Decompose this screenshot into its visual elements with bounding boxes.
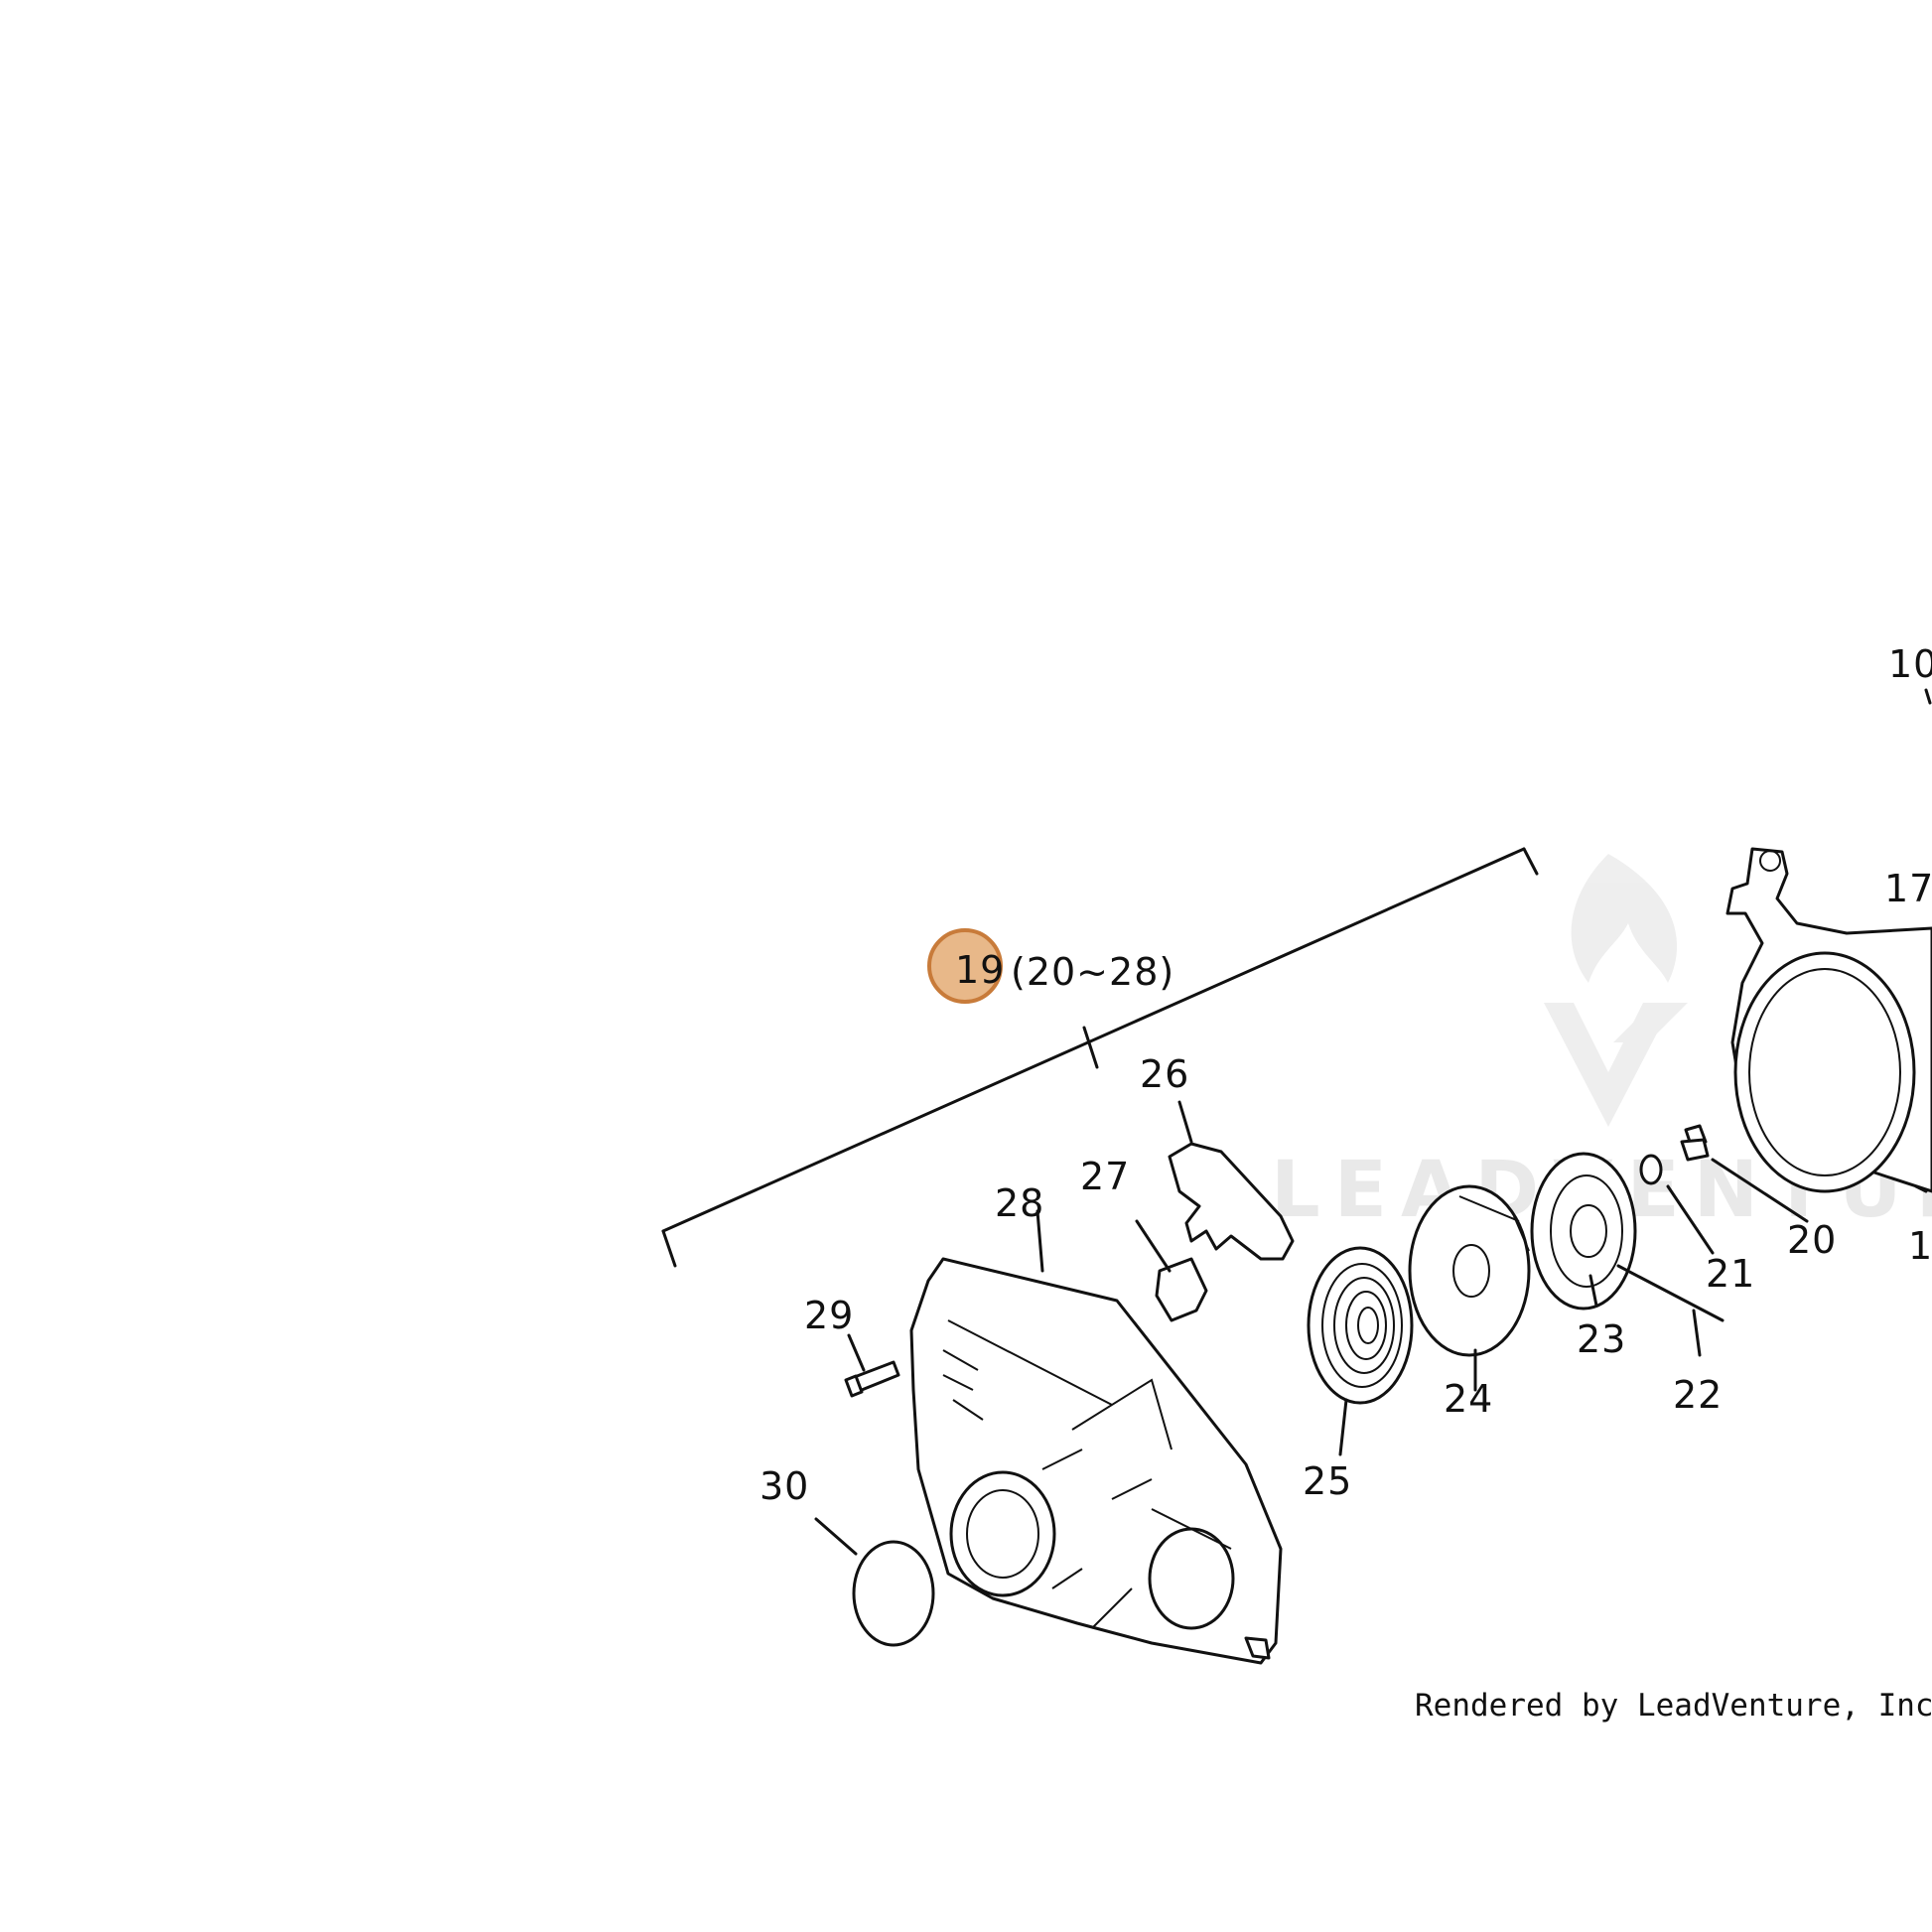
callout-24[interactable]: 24 xyxy=(1444,1377,1493,1421)
callout-21[interactable]: 21 xyxy=(1706,1252,1755,1296)
callout-26[interactable]: 26 xyxy=(1140,1052,1189,1096)
starter-housing-part[interactable] xyxy=(909,1257,1283,1665)
recoil-spring-part[interactable] xyxy=(1307,1246,1414,1405)
callout-19[interactable]: 19 xyxy=(955,948,1005,992)
callout-19-range: (20~28) xyxy=(1011,950,1174,994)
leader-lines xyxy=(814,1100,1928,1556)
spring-case-part[interactable] xyxy=(1408,1184,1531,1357)
callout-22[interactable]: 22 xyxy=(1673,1373,1723,1417)
callout-30[interactable]: 30 xyxy=(759,1464,809,1508)
bolt-part[interactable] xyxy=(844,1360,900,1398)
starter-rope-part[interactable] xyxy=(1616,1264,1725,1322)
screw-part[interactable] xyxy=(1680,1124,1710,1162)
leader-line-10 xyxy=(1924,688,1932,705)
callout-10[interactable]: 10 xyxy=(1888,642,1932,686)
callout-28[interactable]: 28 xyxy=(995,1181,1044,1225)
fan-housing-part[interactable] xyxy=(1725,847,1932,1193)
render-credit: Rendered by LeadVenture, Inc. xyxy=(1415,1688,1932,1724)
callout-25[interactable]: 25 xyxy=(1303,1459,1352,1503)
gasket-ring-part[interactable] xyxy=(852,1540,935,1647)
grip-insert-part[interactable] xyxy=(1155,1257,1208,1322)
starter-handle-part[interactable] xyxy=(1168,1142,1295,1261)
watermark-logo-icon xyxy=(1544,854,1688,1127)
callout-20[interactable]: 20 xyxy=(1787,1218,1837,1262)
callout-17[interactable]: 17 xyxy=(1884,867,1932,910)
callout-27[interactable]: 27 xyxy=(1080,1155,1130,1198)
pulley-part[interactable] xyxy=(1530,1152,1637,1311)
callout-29[interactable]: 29 xyxy=(804,1294,854,1337)
callout-23[interactable]: 23 xyxy=(1577,1317,1626,1361)
washer-part[interactable] xyxy=(1639,1154,1663,1185)
callout-1[interactable]: 1 xyxy=(1908,1224,1932,1268)
callout-19-highlight[interactable] xyxy=(927,928,1003,1004)
assembly-bracket xyxy=(661,847,1539,1268)
